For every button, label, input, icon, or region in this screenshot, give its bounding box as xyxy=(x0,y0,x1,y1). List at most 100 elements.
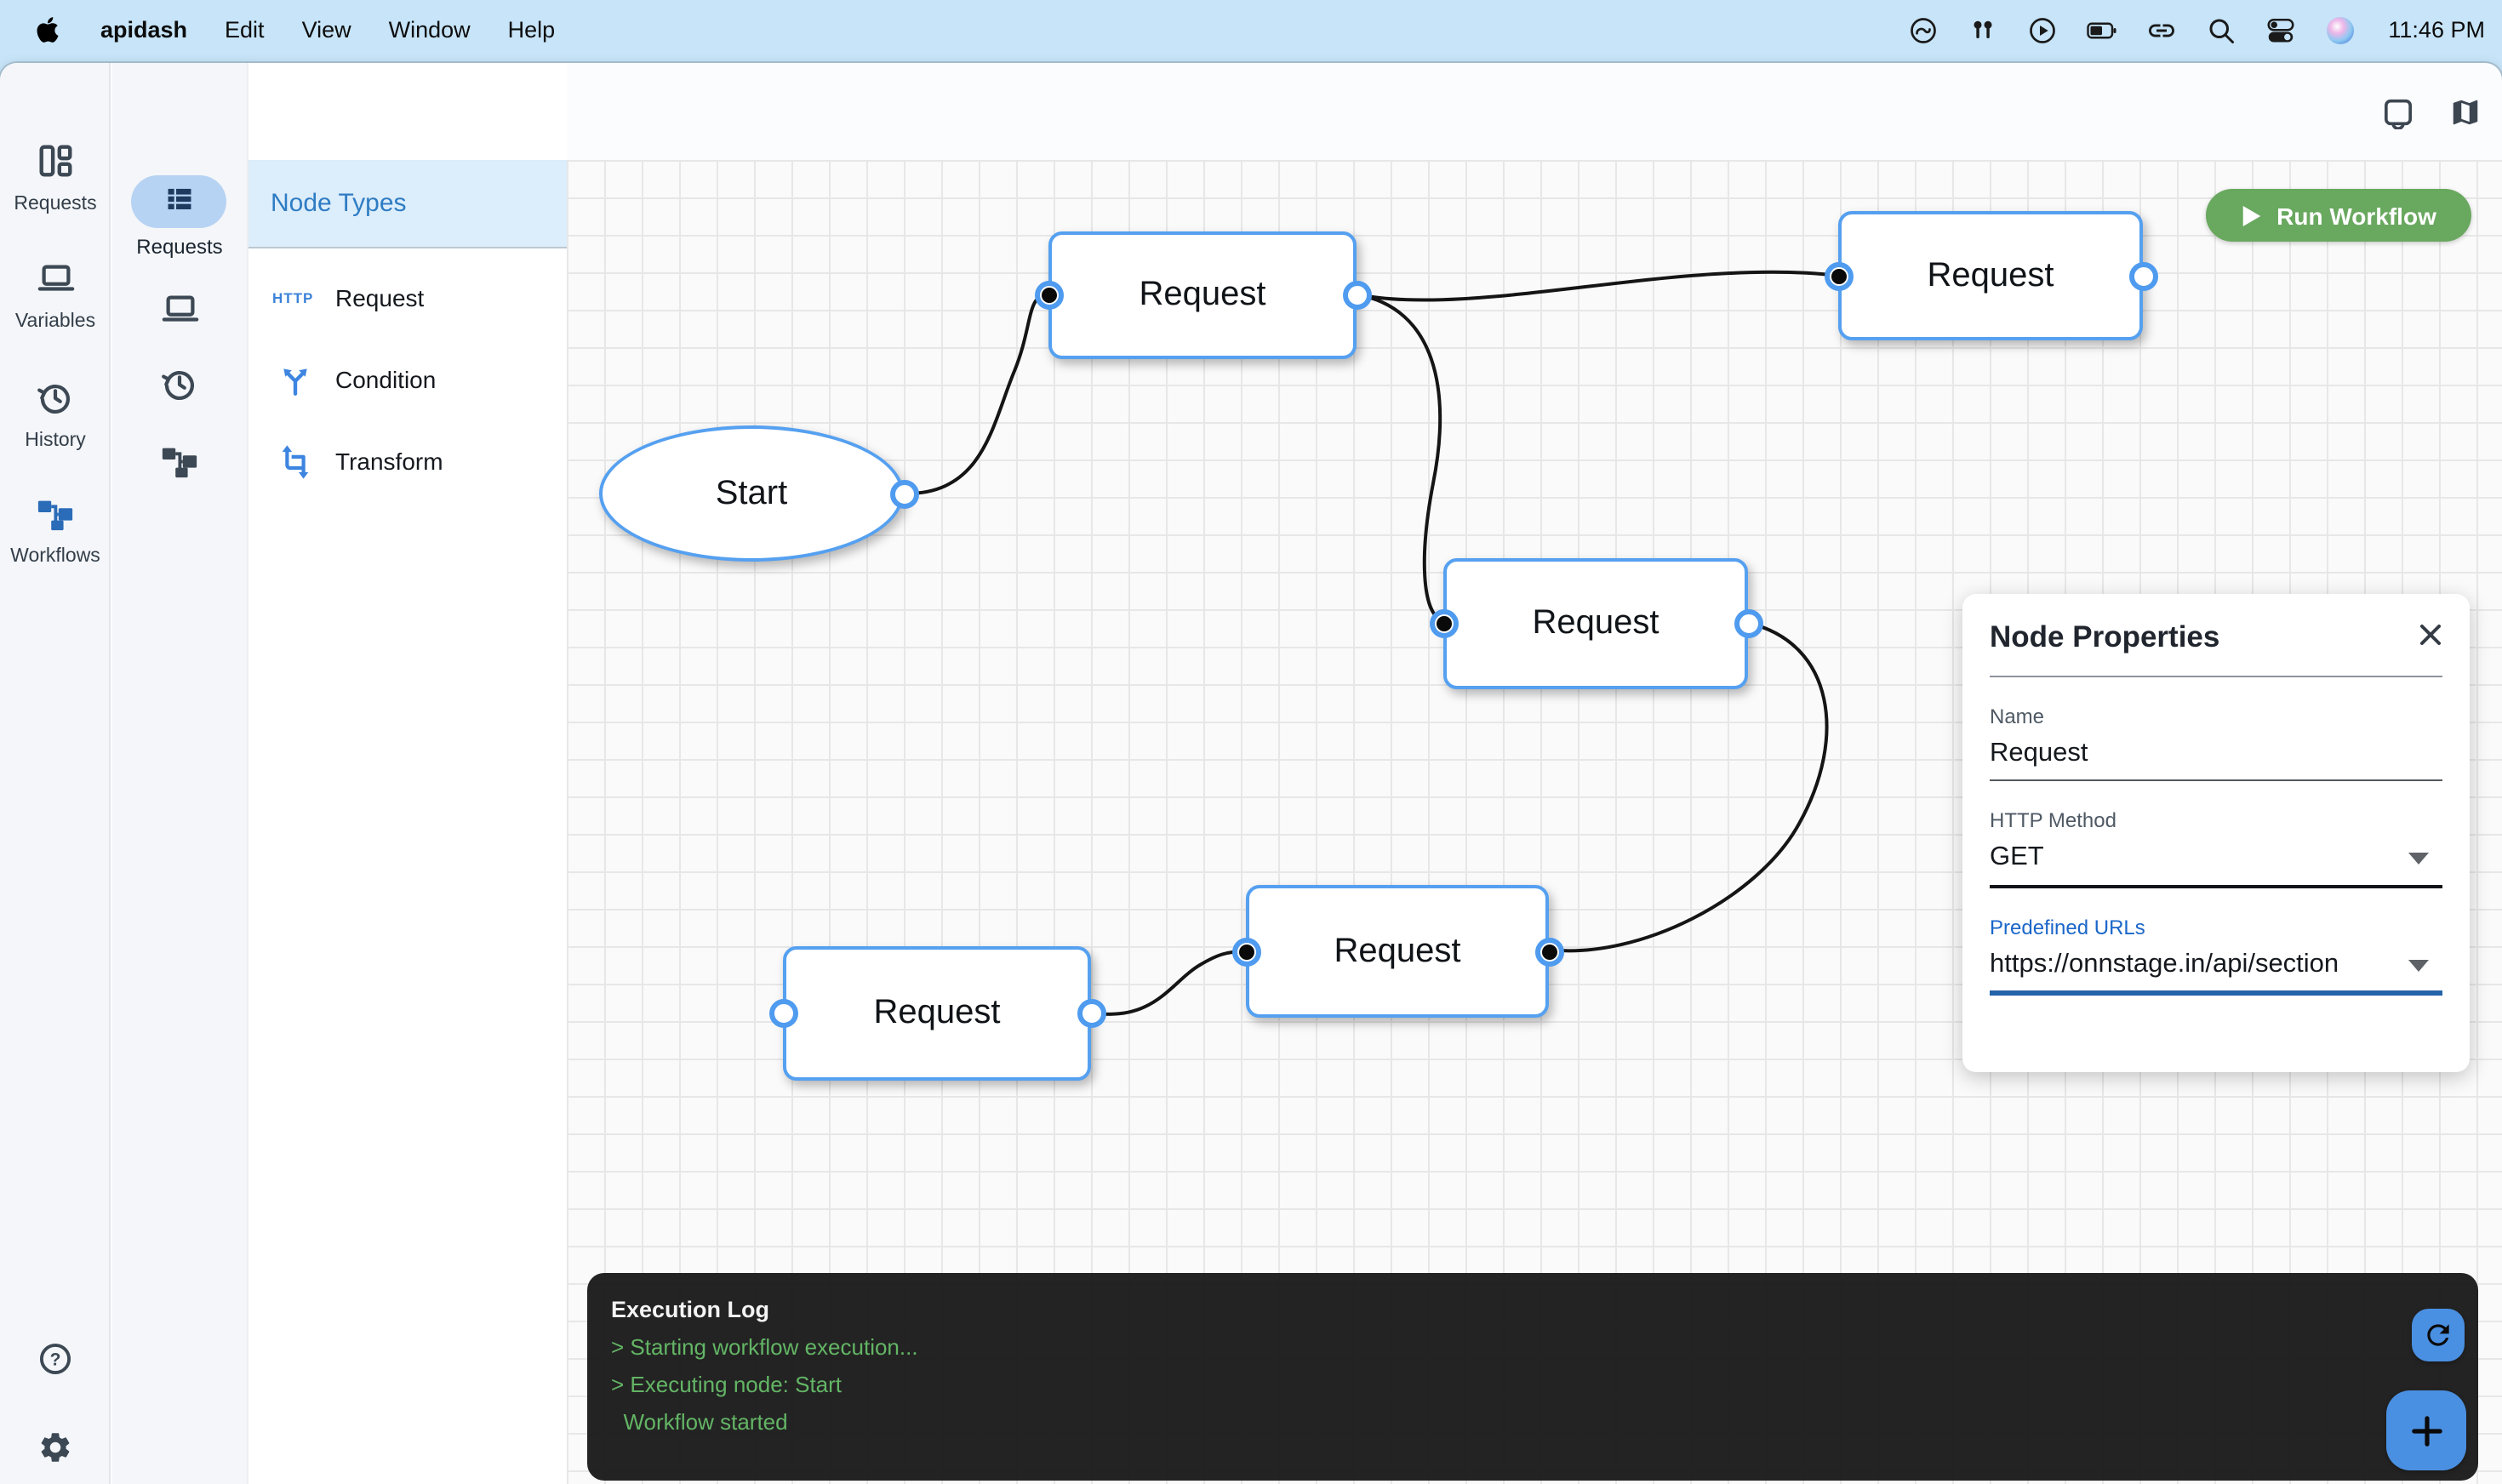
laptop-icon xyxy=(35,259,76,306)
creative-cloud-icon[interactable] xyxy=(1908,14,1939,45)
node-request-4[interactable]: Request xyxy=(783,946,1091,1081)
collections-item-label: Requests xyxy=(136,235,223,259)
branch-icon xyxy=(272,362,317,397)
name-field[interactable]: Request xyxy=(1990,739,2442,781)
sidebar-item-variables[interactable]: Variables xyxy=(0,259,111,332)
log-line: > Starting workflow execution... xyxy=(611,1334,918,1360)
workflow-tree-icon xyxy=(36,494,75,541)
run-workflow-button[interactable]: Run Workflow xyxy=(2206,189,2471,242)
sidebar-item-workflows[interactable]: Workflows xyxy=(0,494,111,567)
node-type-request[interactable]: HTTP Request xyxy=(248,269,568,327)
node-label: Request xyxy=(1532,604,1659,642)
primary-sidebar: Requests Variables History Workflows xyxy=(0,63,111,1484)
search-icon[interactable] xyxy=(2206,14,2236,45)
play-icon xyxy=(2242,205,2260,225)
node-request-2[interactable]: Request xyxy=(1838,211,2143,340)
apple-menu-icon[interactable] xyxy=(32,14,63,45)
node-label: Request xyxy=(1334,932,1461,969)
map-icon[interactable] xyxy=(2449,95,2482,138)
port-request4-output[interactable] xyxy=(1077,998,1105,1027)
chevron-down-icon xyxy=(2408,853,2429,865)
control-center-icon[interactable] xyxy=(2265,14,2296,45)
add-node-button[interactable] xyxy=(2386,1390,2466,1470)
menu-clock[interactable]: 11:46 PM xyxy=(2388,17,2485,43)
port-request5-output[interactable] xyxy=(1534,937,1563,966)
sidebar-item-label: History xyxy=(25,431,86,451)
table-icon xyxy=(163,181,195,222)
properties-title: Node Properties xyxy=(1990,619,2220,654)
name-field-value: Request xyxy=(1990,739,2088,768)
sidebar-item-label: Workflows xyxy=(10,546,100,567)
node-request-1[interactable]: Request xyxy=(1048,231,1357,359)
app-window: New Workflow Requests Variables xyxy=(0,63,2502,1484)
port-request2-input[interactable] xyxy=(1824,261,1853,290)
node-label: Start xyxy=(715,474,788,511)
menu-bar: apidash Edit View Window Help xyxy=(0,0,2502,60)
method-dropdown[interactable]: GET xyxy=(1990,842,2442,888)
node-label: Request xyxy=(873,994,1001,1031)
port-request3-output[interactable] xyxy=(1734,608,1762,637)
edge-start-to-request1 xyxy=(902,293,1050,496)
menu-item-help[interactable]: Help xyxy=(507,17,556,43)
play-circle-icon[interactable] xyxy=(2027,14,2058,45)
history-icon xyxy=(36,378,75,425)
url-dropdown[interactable]: https://onnstage.in/api/section xyxy=(1990,950,2442,996)
sidebar-item-label: Variables xyxy=(14,311,96,332)
method-field-label: HTTP Method xyxy=(1990,808,2116,832)
port-request1-input[interactable] xyxy=(1034,280,1063,309)
url-dropdown-value: https://onnstage.in/api/section xyxy=(1990,950,2339,979)
sidebar-item-history[interactable]: History xyxy=(0,378,111,451)
inbox-icon[interactable] xyxy=(2381,95,2415,138)
node-type-label: Condition xyxy=(335,366,437,393)
sidebar-item-label: Requests xyxy=(14,194,97,214)
node-request-5[interactable]: Request xyxy=(1246,885,1549,1018)
history-icon[interactable] xyxy=(112,364,247,403)
dashboard-icon xyxy=(36,141,75,189)
close-icon[interactable] xyxy=(2413,618,2448,652)
workflow-tree-icon[interactable] xyxy=(112,441,247,480)
laptop-icon[interactable] xyxy=(112,289,247,328)
battery-icon[interactable] xyxy=(2087,14,2117,45)
workflow-edges xyxy=(902,270,1840,1016)
help-button[interactable]: ? xyxy=(0,1341,111,1377)
chevron-down-icon xyxy=(2408,960,2429,972)
divider xyxy=(1990,676,2442,677)
menu-item-window[interactable]: Window xyxy=(388,17,471,43)
execution-log-title: Execution Log xyxy=(611,1297,770,1322)
node-request-3[interactable]: Request xyxy=(1443,558,1748,689)
node-properties-panel: Node Properties Name Request HTTP Method… xyxy=(1962,594,2470,1072)
node-types-header: Node Types xyxy=(248,160,568,248)
collections-item-requests[interactable] xyxy=(131,175,226,228)
port-request5-input[interactable] xyxy=(1231,937,1260,966)
edge-request1-to-request3 xyxy=(1355,293,1445,623)
node-type-condition[interactable]: Condition xyxy=(248,351,568,408)
http-icon: HTTP xyxy=(272,289,314,306)
menu-app-name[interactable]: apidash xyxy=(100,17,188,43)
siri-icon[interactable] xyxy=(2325,14,2356,45)
collections-rail: Requests xyxy=(112,63,247,1484)
edge-request3-to-request5 xyxy=(1547,621,1829,953)
settings-gear-icon[interactable] xyxy=(0,1430,111,1465)
port-request2-output[interactable] xyxy=(2128,261,2157,290)
refresh-button[interactable] xyxy=(2412,1309,2465,1361)
link-icon[interactable] xyxy=(2146,14,2177,45)
node-type-transform[interactable]: Transform xyxy=(248,432,568,490)
menu-item-edit[interactable]: Edit xyxy=(225,17,265,43)
port-request4-input[interactable] xyxy=(768,998,797,1027)
node-start[interactable]: Start xyxy=(599,425,904,562)
question-glyph: ? xyxy=(50,1350,61,1369)
sidebar-item-requests[interactable]: Requests xyxy=(0,141,111,214)
port-request1-output[interactable] xyxy=(1342,280,1371,309)
log-line: Workflow started xyxy=(611,1409,788,1435)
refresh-icon xyxy=(2427,1324,2449,1346)
node-label: Request xyxy=(1927,256,2054,294)
run-workflow-label: Run Workflow xyxy=(2276,202,2436,229)
method-dropdown-value: GET xyxy=(1990,842,2044,871)
port-start-output[interactable] xyxy=(889,479,918,508)
port-request3-input[interactable] xyxy=(1429,608,1458,637)
workflow-canvas[interactable]: Start Request Request Request Request Re… xyxy=(567,160,2502,1484)
plus-icon xyxy=(2411,1415,2442,1446)
menu-item-view[interactable]: View xyxy=(301,17,351,43)
airpods-icon[interactable] xyxy=(1968,14,1998,45)
edge-request4-to-request5 xyxy=(1089,950,1248,1016)
